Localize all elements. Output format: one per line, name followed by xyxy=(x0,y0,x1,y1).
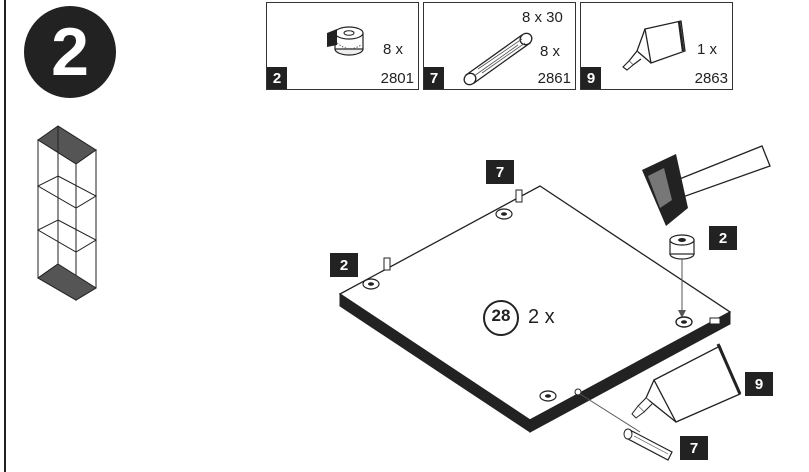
glue-tube-icon xyxy=(622,20,686,71)
panel-quantity-text: 2 x xyxy=(528,306,555,328)
dowel-hole-icon xyxy=(574,388,582,396)
part-code: 2801 xyxy=(380,70,414,87)
cam-hole-icon xyxy=(675,316,693,328)
part-box-glue: 1 x 9 2863 xyxy=(580,2,733,90)
part-code: 2861 xyxy=(537,70,571,87)
page-border xyxy=(4,0,6,472)
part-tag: 2 xyxy=(267,67,287,89)
part-quantity: 1 x xyxy=(697,41,718,58)
dowel-icon xyxy=(383,189,721,325)
cam-lock-icon xyxy=(327,26,364,56)
part-dimension: 8 x 30 xyxy=(522,9,563,26)
cam-hole-icon xyxy=(362,278,380,290)
panel-quantity-badge: 28 xyxy=(491,306,511,325)
shelf-unit-icon xyxy=(36,125,98,301)
part-code: 2863 xyxy=(694,70,728,87)
callout-tag: 2 xyxy=(330,253,358,277)
callout-tag: 2 xyxy=(709,226,737,250)
step-number: 2 xyxy=(51,14,89,90)
glue-tube-icon xyxy=(631,343,742,423)
part-quantity: 8 x xyxy=(383,41,404,58)
hammer-icon xyxy=(642,145,771,226)
part-tag: 7 xyxy=(424,67,444,89)
arrow-down-icon xyxy=(678,310,686,318)
part-quantity: 8 x xyxy=(540,43,561,60)
callout-tag: 7 xyxy=(680,436,708,460)
callout-tag: 7 xyxy=(486,160,514,184)
cam-hole-icon xyxy=(495,208,513,220)
callout-tag: 9 xyxy=(745,372,773,396)
cam-hole-icon xyxy=(539,390,557,402)
part-box-cam-lock: 8 x 2 2801 xyxy=(266,2,419,90)
step-number-badge: 2 xyxy=(24,6,116,98)
dowel-icon xyxy=(623,428,673,461)
part-tag: 9 xyxy=(581,67,601,89)
quantity-badge-circle xyxy=(483,300,519,336)
insert-guide-line xyxy=(579,393,641,433)
dowel-icon xyxy=(463,32,533,86)
part-box-dowel: 8 x 30 8 x 7 2861 xyxy=(423,2,576,90)
cam-lock-icon xyxy=(669,234,695,260)
shelf-panel xyxy=(338,185,732,433)
